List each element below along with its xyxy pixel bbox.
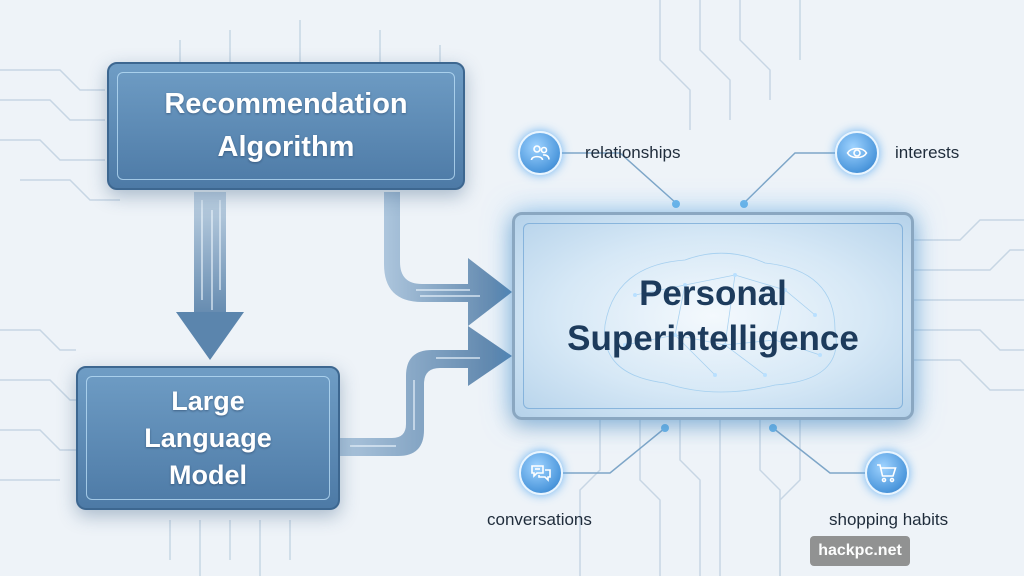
eye-icon — [835, 131, 879, 175]
arrow-rec-to-llm — [176, 192, 244, 360]
brain-network-graphic — [604, 252, 837, 393]
chat-icon — [519, 451, 563, 495]
shopping-habits-label: shopping habits — [829, 510, 949, 529]
connector-lines — [560, 152, 865, 474]
conversations-label: conversations — [487, 510, 592, 529]
recommendation-algorithm-label: Recommendation Algorithm — [164, 88, 408, 163]
recommendation-algorithm-box: Recommendation Algorithm — [107, 62, 465, 190]
people-icon — [518, 131, 562, 175]
watermark: hackpc.net — [810, 536, 910, 566]
connector-dots — [661, 200, 777, 432]
interests-label: interests — [895, 143, 960, 162]
arrow-rec-to-ps — [384, 192, 512, 326]
personal-superintelligence-label: Personal Superintelligence — [567, 274, 859, 358]
large-language-model-box: Large Language Model — [76, 366, 340, 510]
cart-icon — [865, 451, 909, 495]
personal-superintelligence-box: Personal Superintelligence — [512, 212, 914, 420]
large-language-model-label: Large Language Model — [144, 385, 272, 490]
relationships-label: relationships — [585, 143, 681, 162]
arrow-llm-to-ps — [340, 326, 512, 456]
